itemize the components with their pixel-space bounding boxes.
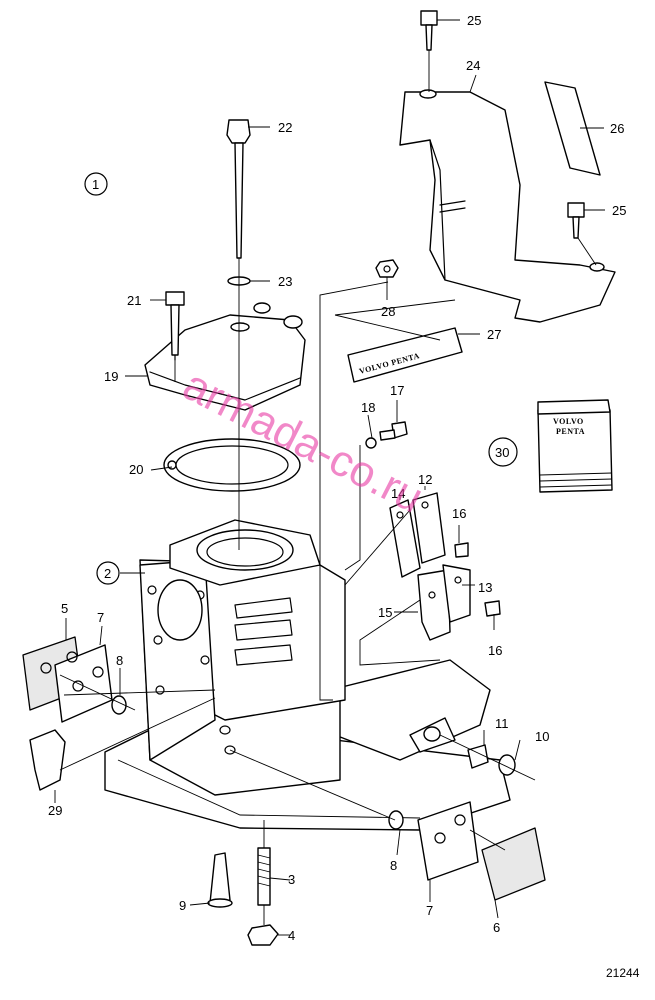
callout-26: 26 <box>610 121 624 136</box>
callout-13: 13 <box>478 580 492 595</box>
dipstick <box>226 119 251 259</box>
callout-17: 17 <box>390 383 404 398</box>
callout-23: 23 <box>278 274 292 289</box>
booklet-brand-line2: PENTA <box>556 427 585 436</box>
callout-7-left: 7 <box>97 610 104 625</box>
upper-shield <box>399 89 616 323</box>
callouts: 1 2 30 3 4 5 6 7 7 8 8 9 10 11 12 13 14 … <box>48 13 626 943</box>
leader-lines <box>54 19 605 936</box>
callout-4: 4 <box>288 928 295 943</box>
anode-plates-left <box>22 636 127 791</box>
instruction-booklet: VOLVO PENTA <box>537 399 613 493</box>
nut <box>375 259 399 278</box>
top-cover <box>144 302 306 411</box>
cover-gasket <box>163 438 301 492</box>
bolt-side <box>567 202 585 239</box>
volvo-penta-decal: VOLVO PENTA <box>347 327 463 383</box>
callout-27: 27 <box>487 327 501 342</box>
callout-12: 12 <box>418 472 432 487</box>
callout-24: 24 <box>466 58 480 73</box>
callout-30: 30 <box>495 445 509 460</box>
callout-19: 19 <box>104 369 118 384</box>
drain-plug <box>498 754 516 776</box>
bolt-top <box>420 10 438 51</box>
callout-2: 2 <box>104 566 111 581</box>
callout-8-right: 8 <box>390 858 397 873</box>
callout-25-top: 25 <box>467 13 481 28</box>
callout-9: 9 <box>179 898 186 913</box>
callout-8-left: 8 <box>116 653 123 668</box>
callout-7-right: 7 <box>426 903 433 918</box>
callout-18: 18 <box>361 400 375 415</box>
cover-plates <box>389 492 471 641</box>
label-plate <box>544 81 601 176</box>
callout-1: 1 <box>92 177 99 192</box>
callout-22: 22 <box>278 120 292 135</box>
callout-10: 10 <box>535 729 549 744</box>
bolt <box>165 291 185 356</box>
drawing-reference: 21244 <box>606 966 640 980</box>
callout-29: 29 <box>48 803 62 818</box>
callout-5: 5 <box>61 601 68 616</box>
callout-20: 20 <box>129 462 143 477</box>
washer <box>365 437 377 449</box>
callout-28: 28 <box>381 304 395 319</box>
sleeve <box>209 852 231 904</box>
callout-21: 21 <box>127 293 141 308</box>
callout-11: 11 <box>495 716 509 731</box>
transom-shield-housing <box>104 519 511 831</box>
booklet-brand-line1: VOLVO <box>553 417 584 426</box>
callout-25-side: 25 <box>612 203 626 218</box>
stud <box>257 847 271 906</box>
callout-14: 14 <box>391 486 405 501</box>
callout-15: 15 <box>378 605 392 620</box>
callout-3: 3 <box>288 872 295 887</box>
hex-nut <box>247 924 279 946</box>
callout-6: 6 <box>493 920 500 935</box>
callout-16-bottom: 16 <box>488 643 502 658</box>
callout-16-top: 16 <box>452 506 466 521</box>
